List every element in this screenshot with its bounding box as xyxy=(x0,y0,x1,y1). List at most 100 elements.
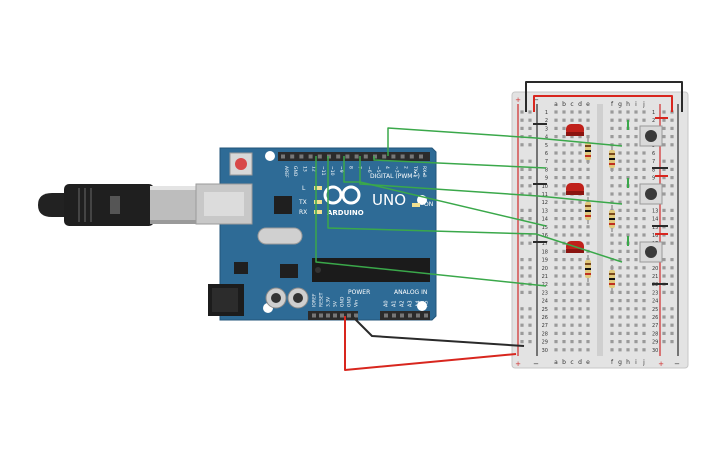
breadboard-hole[interactable] xyxy=(586,331,590,335)
breadboard-hole[interactable] xyxy=(634,208,638,212)
header-pin-hole[interactable] xyxy=(290,154,295,159)
breadboard-hole[interactable] xyxy=(626,307,630,311)
breadboard-hole[interactable] xyxy=(586,282,590,286)
breadboard-hole[interactable] xyxy=(562,200,566,204)
breadboard-hole[interactable] xyxy=(570,307,574,311)
rail-hole[interactable] xyxy=(528,159,532,163)
rail-hole[interactable] xyxy=(662,176,666,180)
breadboard-hole[interactable] xyxy=(618,176,622,180)
breadboard-hole[interactable] xyxy=(554,225,558,229)
rail-hole[interactable] xyxy=(662,266,666,270)
header-pin-hole[interactable] xyxy=(308,154,313,159)
breadboard-hole[interactable] xyxy=(562,208,566,212)
breadboard-hole[interactable] xyxy=(634,217,638,221)
rail-hole[interactable] xyxy=(662,159,666,163)
breadboard-hole[interactable] xyxy=(562,315,566,319)
breadboard-hole[interactable] xyxy=(618,348,622,352)
breadboard-hole[interactable] xyxy=(562,340,566,344)
breadboard-hole[interactable] xyxy=(586,176,590,180)
rail-hole[interactable] xyxy=(520,118,524,122)
wire-red-5v[interactable] xyxy=(344,316,517,371)
breadboard-hole[interactable] xyxy=(554,249,558,253)
breadboard-hole[interactable] xyxy=(562,290,566,294)
breadboard-hole[interactable] xyxy=(626,340,630,344)
breadboard-hole[interactable] xyxy=(618,274,622,278)
header-pin-hole[interactable] xyxy=(391,154,396,159)
breadboard-hole[interactable] xyxy=(618,135,622,139)
header-pin-hole[interactable] xyxy=(317,154,322,159)
breadboard-hole[interactable] xyxy=(634,307,638,311)
breadboard-hole[interactable] xyxy=(554,184,558,188)
breadboard-hole[interactable] xyxy=(618,208,622,212)
breadboard-hole[interactable] xyxy=(562,299,566,303)
rail-hole[interactable] xyxy=(670,143,674,147)
breadboard-hole[interactable] xyxy=(554,135,558,139)
breadboard-hole[interactable] xyxy=(586,307,590,311)
rail-hole[interactable] xyxy=(662,126,666,130)
breadboard-hole[interactable] xyxy=(626,217,630,221)
breadboard-hole[interactable] xyxy=(634,258,638,262)
breadboard-hole[interactable] xyxy=(578,282,582,286)
rail-hole[interactable] xyxy=(670,266,674,270)
breadboard-hole[interactable] xyxy=(562,151,566,155)
breadboard-hole[interactable] xyxy=(618,184,622,188)
breadboard-hole[interactable] xyxy=(626,143,630,147)
rail-hole[interactable] xyxy=(528,241,532,245)
breadboard-hole[interactable] xyxy=(554,266,558,270)
wire-black-rail-bridge[interactable] xyxy=(525,81,683,112)
breadboard-hole[interactable] xyxy=(586,225,590,229)
breadboard-hole[interactable] xyxy=(642,266,646,270)
header-pin-hole[interactable] xyxy=(336,154,341,159)
breadboard-hole[interactable] xyxy=(618,266,622,270)
breadboard-hole[interactable] xyxy=(578,151,582,155)
rail-hole[interactable] xyxy=(528,290,532,294)
rail-hole[interactable] xyxy=(670,126,674,130)
breadboard-hole[interactable] xyxy=(626,200,630,204)
breadboard-hole[interactable] xyxy=(634,323,638,327)
header-pin-hole[interactable] xyxy=(408,313,412,318)
breadboard-hole[interactable] xyxy=(642,176,646,180)
breadboard-hole[interactable] xyxy=(610,348,614,352)
breadboard-hole[interactable] xyxy=(642,217,646,221)
breadboard-hole[interactable] xyxy=(562,192,566,196)
rail-hole[interactable] xyxy=(528,258,532,262)
breadboard-hole[interactable] xyxy=(554,176,558,180)
rail-hole[interactable] xyxy=(670,167,674,171)
rail-hole[interactable] xyxy=(662,167,666,171)
rail-hole[interactable] xyxy=(670,241,674,245)
rail-hole[interactable] xyxy=(670,331,674,335)
breadboard-hole[interactable] xyxy=(570,135,574,139)
rail-hole[interactable] xyxy=(670,258,674,262)
breadboard-hole[interactable] xyxy=(562,249,566,253)
breadboard-hole[interactable] xyxy=(642,348,646,352)
breadboard-hole[interactable] xyxy=(642,274,646,278)
breadboard-hole[interactable] xyxy=(618,159,622,163)
breadboard-hole[interactable] xyxy=(626,151,630,155)
rail-hole[interactable] xyxy=(528,217,532,221)
breadboard-hole[interactable] xyxy=(610,249,614,253)
led-2[interactable] xyxy=(566,183,584,195)
breadboard-hole[interactable] xyxy=(586,110,590,114)
breadboard-hole[interactable] xyxy=(642,151,646,155)
rail-hole[interactable] xyxy=(520,233,524,237)
rail-hole[interactable] xyxy=(670,135,674,139)
breadboard-hole[interactable] xyxy=(618,249,622,253)
rail-hole[interactable] xyxy=(528,225,532,229)
breadboard-hole[interactable] xyxy=(642,208,646,212)
breadboard-hole[interactable] xyxy=(554,159,558,163)
breadboard-hole[interactable] xyxy=(570,208,574,212)
breadboard-hole[interactable] xyxy=(562,184,566,188)
breadboard-hole[interactable] xyxy=(578,110,582,114)
breadboard-hole[interactable] xyxy=(626,233,630,237)
breadboard-hole[interactable] xyxy=(626,208,630,212)
rail-hole[interactable] xyxy=(662,143,666,147)
breadboard-hole[interactable] xyxy=(578,200,582,204)
rail-hole[interactable] xyxy=(520,331,524,335)
breadboard-hole[interactable] xyxy=(570,225,574,229)
wire-green-pin-led-2[interactable] xyxy=(359,156,623,205)
led-1[interactable] xyxy=(566,124,584,136)
breadboard-hole[interactable] xyxy=(554,126,558,130)
header-pin-hole[interactable] xyxy=(327,154,331,159)
breadboard-hole[interactable] xyxy=(578,331,582,335)
